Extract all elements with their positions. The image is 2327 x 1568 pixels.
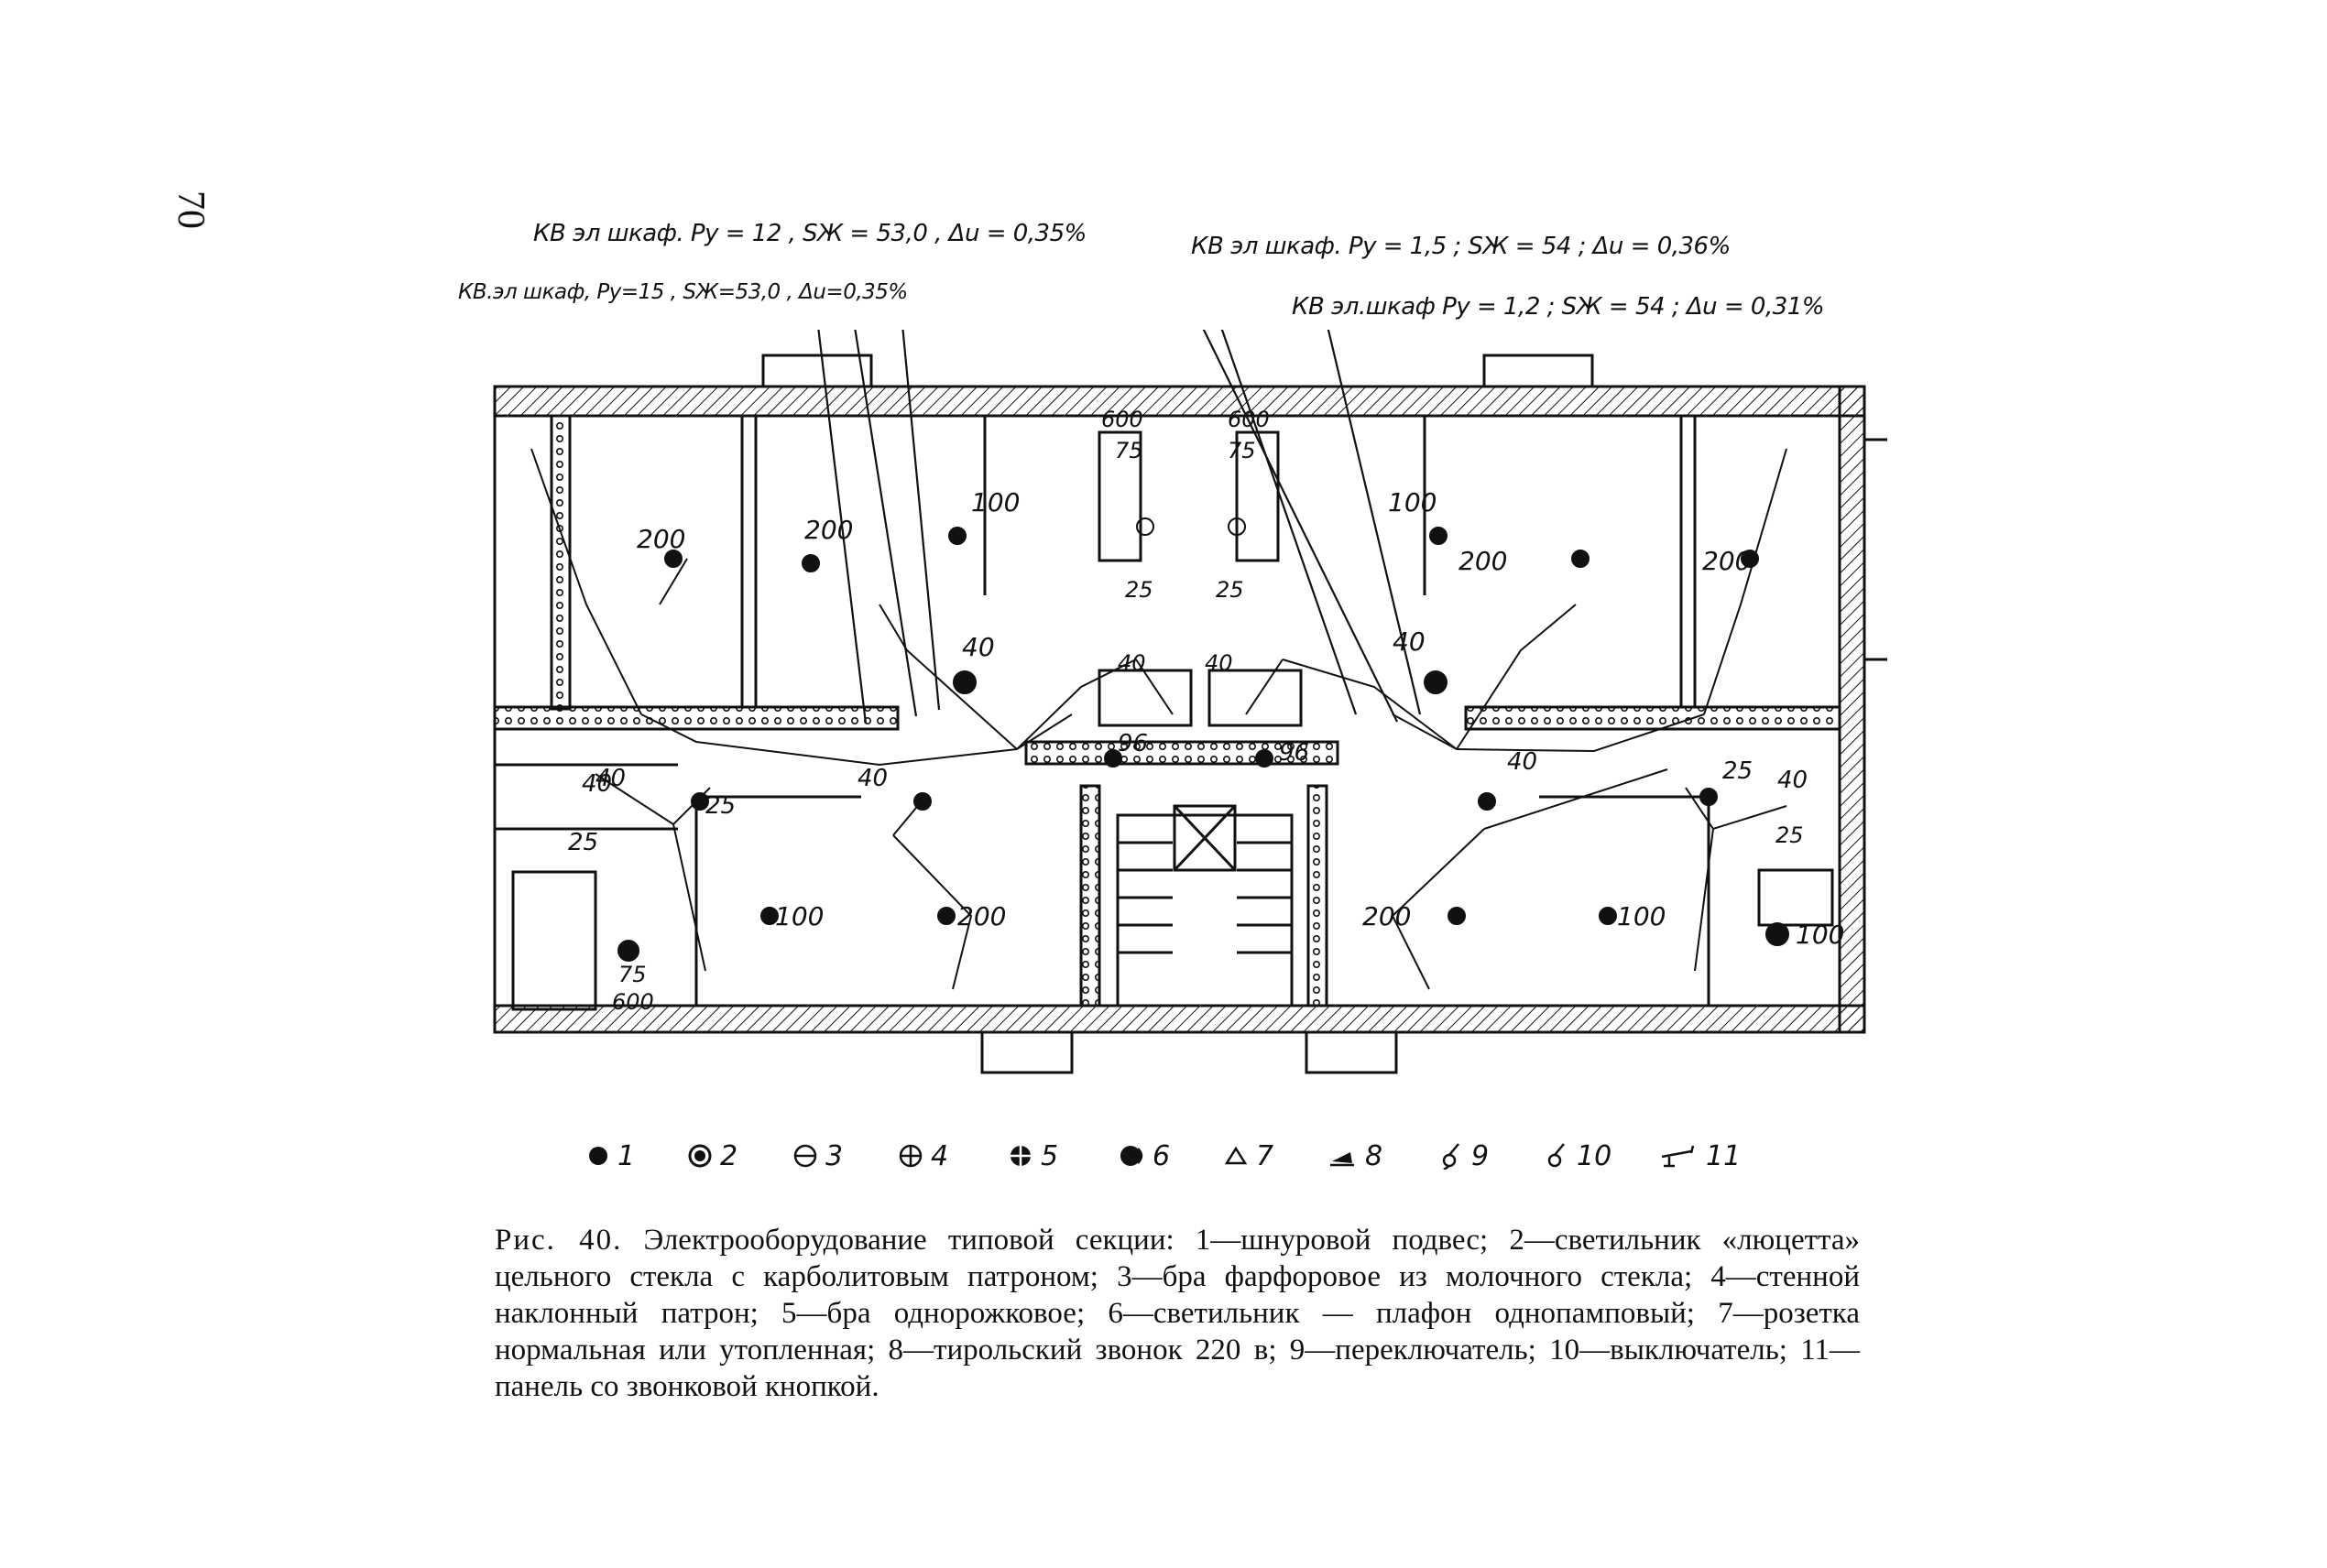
cabinet-annotation-top-left: КВ эл шкаф. Pу = 12 , SЖ = 53,0 , Δu = 0… — [533, 220, 1087, 247]
wattage-label: 96 — [1118, 730, 1148, 757]
wattage-label: 40 — [1507, 748, 1537, 776]
cord-pendant-icon — [589, 1147, 607, 1165]
symbol-legend: 1 2 3 4 5 6 7 8 9 10 11 — [568, 1128, 1851, 1183]
legend-number: 1 — [617, 1139, 636, 1172]
legend-item: 7 — [1223, 1128, 1273, 1183]
outlet-icon — [1224, 1146, 1248, 1165]
legend-number: 7 — [1256, 1139, 1274, 1172]
wattage-label: 200 — [957, 901, 1006, 931]
wattage-label: 40 — [1393, 626, 1426, 657]
legend-number: 9 — [1471, 1139, 1490, 1172]
wattage-label: 100 — [1796, 920, 1844, 950]
wattage-label: 40 — [1777, 767, 1808, 794]
wattage-label: 40 — [962, 632, 995, 662]
tyrolean-bell-icon — [1330, 1152, 1354, 1167]
ceiling-plafond-icon — [1120, 1146, 1143, 1166]
legend-number: 5 — [1041, 1139, 1059, 1172]
wattage-labels: 200 200 100 600 75 600 75 100 200 200 40… — [568, 407, 1844, 1015]
legend-number: 4 — [931, 1139, 949, 1172]
cabinet-annotation-second-right: КВ эл.шкаф Pу = 1,2 ; SЖ = 54 ; Δu = 0,3… — [1292, 293, 1825, 321]
single-arm-sconce-icon — [1011, 1146, 1031, 1166]
wattage-label: 40 — [1118, 650, 1146, 676]
wattage-label: 40 — [1205, 650, 1233, 676]
outer-walls — [493, 354, 1887, 1074]
legend-item: 1 — [586, 1128, 635, 1183]
wattage-label: 25 — [1125, 577, 1153, 603]
legend-number: 10 — [1577, 1139, 1612, 1172]
wattage-label: 75 — [618, 962, 647, 987]
legend-item: 8 — [1328, 1128, 1382, 1183]
legend-number: 3 — [825, 1139, 844, 1172]
caption-text: Электрооборудование типовой секции: 1—шн… — [495, 1224, 1860, 1403]
doorbell-panel-icon — [1661, 1145, 1695, 1168]
wattage-label: 200 — [804, 515, 853, 545]
wattage-label: 25 — [705, 792, 736, 820]
wall-socket-lamp-icon — [899, 1144, 923, 1168]
wattage-label: 40 — [858, 765, 888, 792]
wattage-label: 600 — [1228, 407, 1270, 432]
page-number: 70 — [169, 191, 212, 229]
switch-icon — [1547, 1143, 1565, 1168]
wattage-label: 75 — [1228, 438, 1256, 463]
legend-item: 2 — [687, 1128, 737, 1183]
legend-number: 8 — [1365, 1139, 1383, 1172]
wattage-label: 200 — [637, 524, 685, 554]
legend-item: 6 — [1118, 1128, 1170, 1183]
figure-caption: Рис. 40. Электрооборудование типовой сек… — [495, 1222, 1860, 1405]
wattage-label: 25 — [1775, 822, 1804, 848]
wattage-label: 75 — [1115, 438, 1143, 463]
internal-walls — [493, 414, 1841, 1011]
wattage-label: 100 — [971, 487, 1020, 517]
wattage-label: 200 — [1362, 901, 1411, 931]
wattage-label: 40 — [582, 770, 612, 798]
lucetta-lamp-icon — [688, 1144, 712, 1168]
legend-item: 4 — [898, 1128, 948, 1183]
wattage-label: 25 — [568, 829, 598, 856]
wiring — [530, 448, 1787, 990]
cabinet-annotation-top-right: КВ эл шкаф. Pу = 1,5 ; SЖ = 54 ; Δu = 0,… — [1191, 233, 1731, 260]
wattage-label: 40 — [595, 765, 626, 792]
legend-number: 2 — [720, 1139, 738, 1172]
wattage-label: 200 — [1702, 546, 1751, 576]
cabinet-annotation-second-left: КВ.эл шкаф, Pу=15 , SЖ=53,0 , Δu=0,35% — [458, 280, 908, 304]
legend-number: 11 — [1706, 1139, 1742, 1172]
wattage-label: 200 — [1458, 546, 1507, 576]
wattage-label: 100 — [775, 901, 824, 931]
wattage-label: 600 — [1101, 407, 1143, 432]
wattage-label: 100 — [1388, 487, 1437, 517]
wattage-label: 25 — [1722, 757, 1753, 785]
caption-lead: Рис. 40. — [495, 1224, 623, 1257]
changeover-switch-icon — [1442, 1143, 1459, 1170]
legend-number: 6 — [1153, 1139, 1171, 1172]
legend-item: 3 — [792, 1128, 843, 1183]
wattage-label: 600 — [612, 989, 654, 1015]
floor-plan: 200 200 100 600 75 600 75 100 200 200 40… — [493, 330, 1887, 1074]
porcelain-sconce-icon — [793, 1144, 817, 1168]
wattage-label: 25 — [1216, 577, 1244, 603]
legend-item: 10 — [1544, 1128, 1611, 1183]
legend-item: 9 — [1438, 1128, 1489, 1183]
wattage-label: 96 — [1279, 739, 1309, 767]
legend-item: 5 — [1008, 1128, 1058, 1183]
wattage-label: 100 — [1617, 901, 1666, 931]
legend-item: 11 — [1658, 1128, 1741, 1183]
fixtures — [617, 517, 1789, 962]
